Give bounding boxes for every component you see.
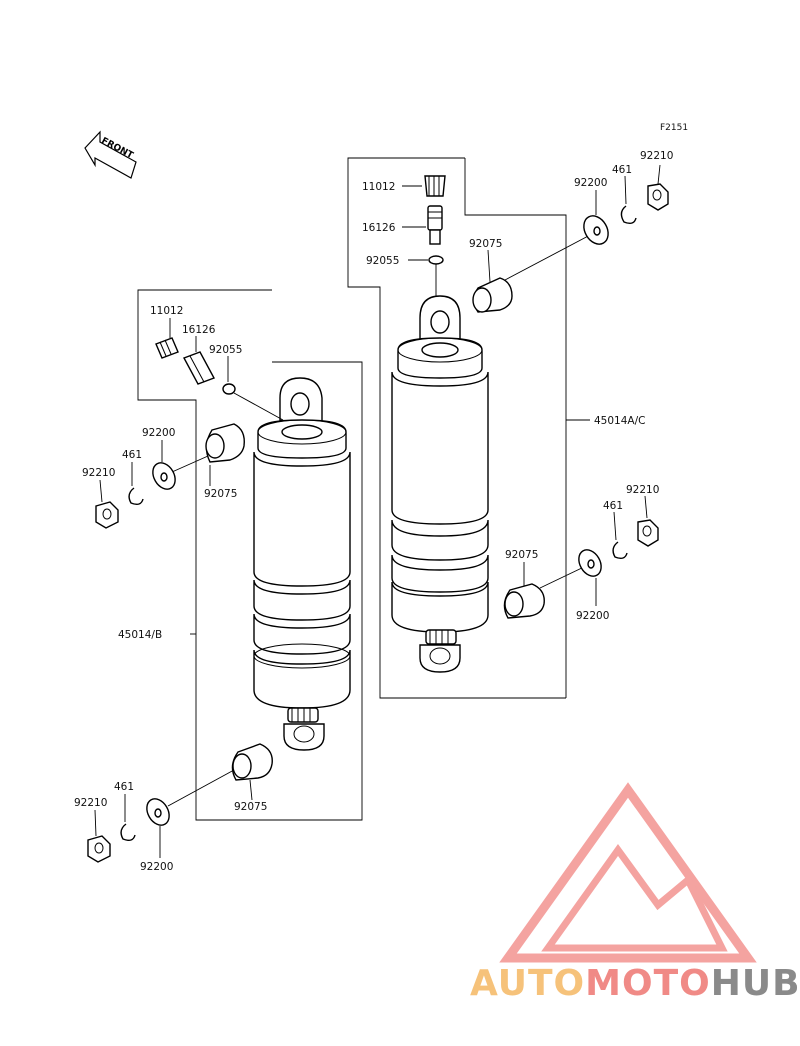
label-left-top-washer: 92200 xyxy=(142,427,175,439)
label-left-top-circlip: 461 xyxy=(122,449,142,461)
left-top-washer-part xyxy=(152,462,176,490)
left-valve-part xyxy=(183,351,215,385)
left-bot-axis-line xyxy=(167,769,235,807)
left-bot-washer-part xyxy=(146,798,170,826)
right-top-axis-line xyxy=(504,233,593,281)
right-oring-part xyxy=(428,255,444,265)
label-right-bot-collar: 92075 xyxy=(505,549,538,561)
watermark-logo: AUTOMOTOHUB xyxy=(470,782,800,1004)
label-right-oring: 92055 xyxy=(366,255,399,267)
watermark-text: AUTOMOTOHUB xyxy=(470,963,800,1004)
label-left-bot-collar: 92075 xyxy=(234,801,267,813)
label-left-bot-circlip: 461 xyxy=(114,781,134,793)
label-right-top-nut: 92210 xyxy=(640,150,673,162)
label-right-bot-circlip: 461 xyxy=(603,500,623,512)
left-shock-absorber xyxy=(253,377,351,751)
right-bot-collar-part xyxy=(503,583,545,619)
front-direction-arrow: FRONT xyxy=(84,130,137,179)
left-top-cap-part xyxy=(155,337,179,359)
label-left-oring: 92055 xyxy=(209,344,242,356)
label-right-cap: 11012 xyxy=(362,181,395,193)
label-left-cap: 11012 xyxy=(150,305,183,317)
label-right-top-circlip: 461 xyxy=(612,164,632,176)
right-top-cap-part xyxy=(424,175,446,197)
watermark-part2: MOTO xyxy=(585,963,711,1004)
left-top-nut-part xyxy=(95,501,119,529)
right-top-circlip-part xyxy=(620,205,637,225)
right-valve-part xyxy=(427,205,443,245)
label-right-bot-nut: 92210 xyxy=(626,484,659,496)
left-bot-circlip-part xyxy=(120,823,136,842)
watermark-triangle-outer xyxy=(499,782,757,963)
right-bot-circlip-part xyxy=(612,541,628,560)
left-top-circlip-part xyxy=(128,487,144,506)
left-group-bracket xyxy=(137,289,363,821)
right-bot-axis-line xyxy=(539,565,587,589)
watermark-part3: HUB xyxy=(711,963,800,1004)
right-bot-nut-part xyxy=(637,519,659,547)
right-shock-absorber xyxy=(391,295,489,673)
right-group-bracket xyxy=(347,157,566,699)
left-oring-part xyxy=(222,383,236,395)
left-top-collar-part xyxy=(205,423,245,463)
right-top-collar-part xyxy=(472,277,513,313)
label-left-top-collar: 92075 xyxy=(204,488,237,500)
label-left-assembly: 45014/B xyxy=(118,629,162,641)
label-right-top-collar: 92075 xyxy=(469,238,502,250)
right-top-nut-part xyxy=(647,183,669,211)
watermark-part1: AUTO xyxy=(470,963,585,1004)
label-left-bot-washer: 92200 xyxy=(140,861,173,873)
leader-lines xyxy=(94,164,661,858)
left-bot-nut-part xyxy=(87,835,111,863)
right-group-bracket-right xyxy=(464,158,567,698)
label-right-valve: 16126 xyxy=(362,222,396,234)
label-right-top-washer: 92200 xyxy=(574,177,607,189)
right-bot-washer-part xyxy=(578,549,602,577)
left-bot-collar-part xyxy=(231,743,273,781)
label-right-assembly: 45014A/C xyxy=(594,415,645,427)
left-top-axis-line xyxy=(171,455,209,473)
figure-code: F2151 xyxy=(660,123,688,133)
label-right-bot-washer: 92200 xyxy=(576,610,609,622)
label-left-top-nut: 92210 xyxy=(82,467,115,479)
label-left-bot-nut: 92210 xyxy=(74,797,107,809)
watermark-triangle-inner xyxy=(541,844,728,952)
left-stem-line xyxy=(233,392,284,421)
right-top-washer-part xyxy=(583,215,609,245)
label-left-valve: 16126 xyxy=(182,324,216,336)
